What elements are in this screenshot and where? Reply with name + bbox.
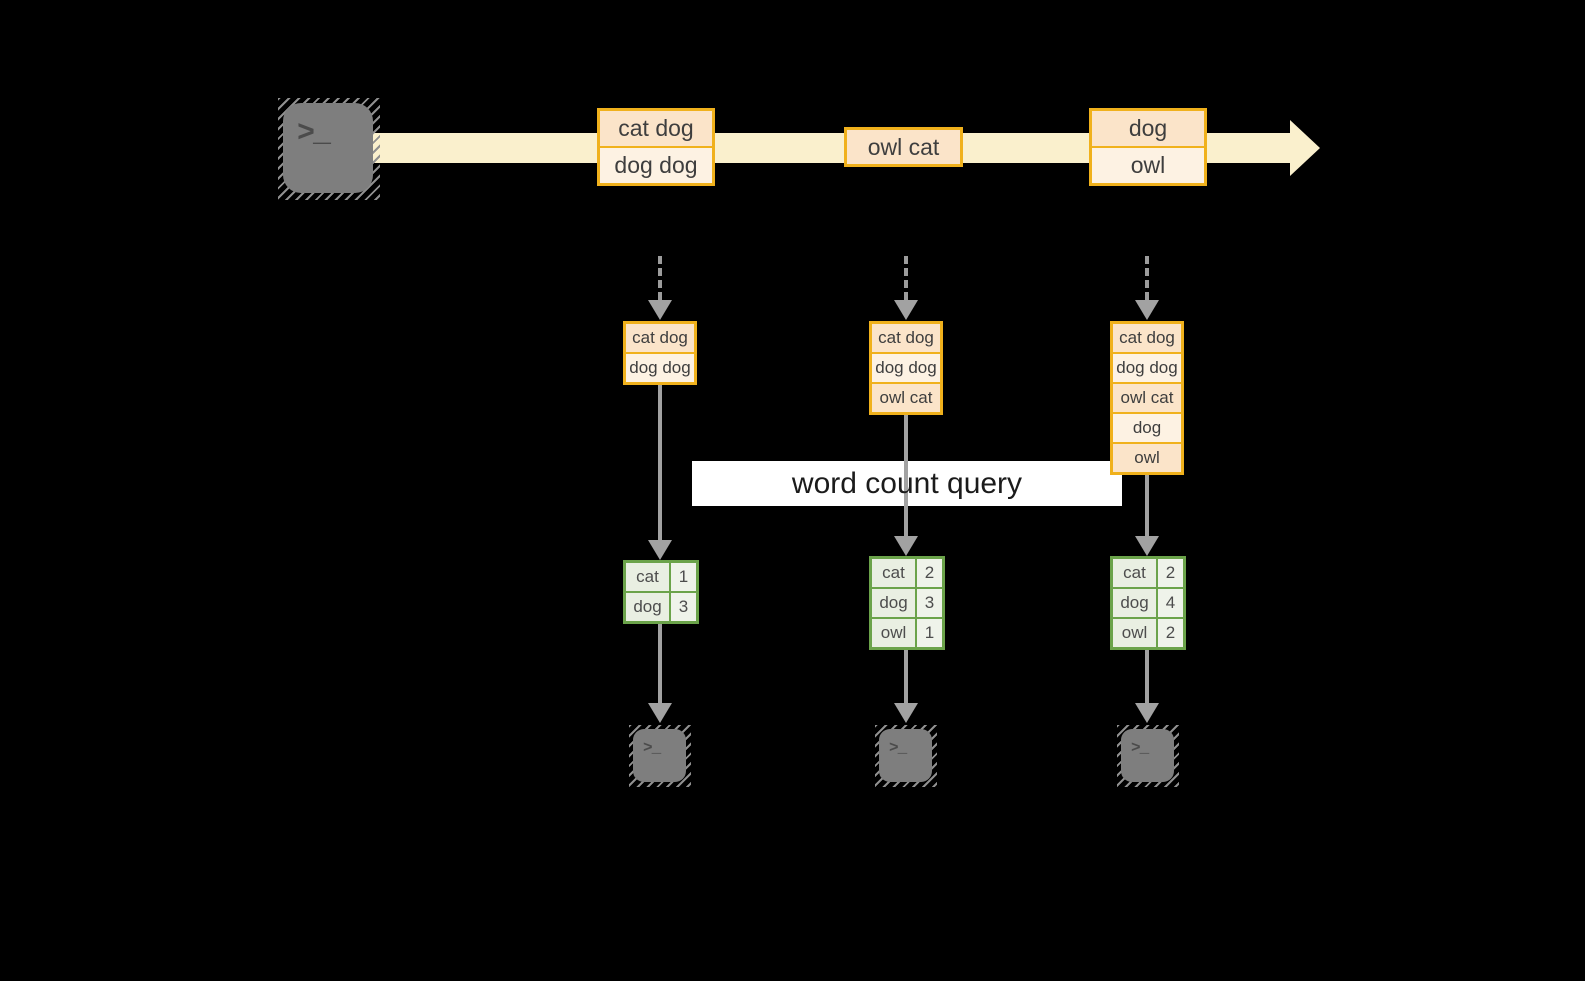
query-label: word count query <box>791 466 1023 500</box>
count-value-cell: 3 <box>917 589 942 617</box>
terminal-icon-body: >_ <box>633 729 686 782</box>
dashed-arrow-line <box>1145 256 1149 300</box>
terminal-icon: >_ <box>875 725 937 787</box>
stream-batch-row: dog dog <box>600 148 712 183</box>
state-row: owl cat <box>872 384 940 412</box>
arrow-head <box>648 540 672 560</box>
arrow-line <box>658 624 662 703</box>
stream-batch-3: dog owl <box>1089 108 1207 186</box>
arrow-head <box>1135 536 1159 556</box>
state-row: cat dog <box>1113 324 1181 352</box>
terminal-prompt-icon: >_ <box>297 117 331 151</box>
state-stack-2: cat dog dog dog owl cat <box>869 321 943 415</box>
count-value-cell: 1 <box>671 563 696 591</box>
count-table-3: cat 2 dog 4 owl 2 <box>1110 556 1186 650</box>
count-table-row: cat 2 <box>872 559 942 587</box>
terminal-icon-body: >_ <box>283 103 373 193</box>
arrow-line <box>658 385 662 540</box>
terminal-icon-body: >_ <box>1121 729 1174 782</box>
count-word-cell: dog <box>626 593 669 621</box>
stream-batch-row: owl <box>1092 148 1204 183</box>
count-value-cell: 1 <box>917 619 942 647</box>
count-table-row: owl 1 <box>872 619 942 647</box>
count-word-cell: owl <box>1113 619 1156 647</box>
dashed-arrow-line <box>904 256 908 300</box>
count-table-row: cat 1 <box>626 563 696 591</box>
arrow-line <box>904 650 908 703</box>
count-value-cell: 2 <box>917 559 942 587</box>
state-row: dog dog <box>872 354 940 382</box>
state-row: dog <box>1113 414 1181 442</box>
stream-batch-2: owl cat <box>844 127 963 167</box>
terminal-icon: >_ <box>278 98 380 200</box>
dashed-arrow-head <box>894 300 918 320</box>
arrow-line <box>1145 650 1149 703</box>
count-word-cell: cat <box>626 563 669 591</box>
count-word-cell: dog <box>872 589 915 617</box>
arrow-line <box>904 415 908 536</box>
count-table-row: dog 3 <box>626 593 696 621</box>
count-word-cell: cat <box>872 559 915 587</box>
stream-arrowhead <box>1290 120 1320 176</box>
state-row: cat dog <box>872 324 940 352</box>
stream-batch-row: dog <box>1092 111 1204 146</box>
state-stack-1: cat dog dog dog <box>623 321 697 385</box>
count-word-cell: owl <box>872 619 915 647</box>
dashed-arrow-line <box>658 256 662 300</box>
arrow-head <box>894 703 918 723</box>
stream-batch-row: owl cat <box>847 130 960 164</box>
count-value-cell: 2 <box>1158 619 1183 647</box>
count-word-cell: dog <box>1113 589 1156 617</box>
dashed-arrow-head <box>648 300 672 320</box>
count-word-cell: cat <box>1113 559 1156 587</box>
count-value-cell: 4 <box>1158 589 1183 617</box>
count-table-row: cat 2 <box>1113 559 1183 587</box>
state-row: dog dog <box>626 354 694 382</box>
count-table-row: dog 4 <box>1113 589 1183 617</box>
count-table-row: owl 2 <box>1113 619 1183 647</box>
arrow-head <box>894 536 918 556</box>
arrow-line <box>1145 475 1149 536</box>
terminal-icon-body: >_ <box>879 729 932 782</box>
count-table-2: cat 2 dog 3 owl 1 <box>869 556 945 650</box>
state-row: cat dog <box>626 324 694 352</box>
arrow-head <box>1135 703 1159 723</box>
stream-batch-row: cat dog <box>600 111 712 146</box>
terminal-prompt-icon: >_ <box>643 739 661 757</box>
count-value-cell: 3 <box>671 593 696 621</box>
state-row: owl <box>1113 444 1181 472</box>
count-table-1: cat 1 dog 3 <box>623 560 699 624</box>
stream-batch-1: cat dog dog dog <box>597 108 715 186</box>
state-stack-3: cat dog dog dog owl cat dog owl <box>1110 321 1184 475</box>
count-value-cell: 2 <box>1158 559 1183 587</box>
count-table-row: dog 3 <box>872 589 942 617</box>
terminal-icon: >_ <box>629 725 691 787</box>
terminal-prompt-icon: >_ <box>889 739 907 757</box>
terminal-prompt-icon: >_ <box>1131 739 1149 757</box>
state-row: owl cat <box>1113 384 1181 412</box>
terminal-icon: >_ <box>1117 725 1179 787</box>
state-row: dog dog <box>1113 354 1181 382</box>
arrow-head <box>648 703 672 723</box>
dashed-arrow-head <box>1135 300 1159 320</box>
